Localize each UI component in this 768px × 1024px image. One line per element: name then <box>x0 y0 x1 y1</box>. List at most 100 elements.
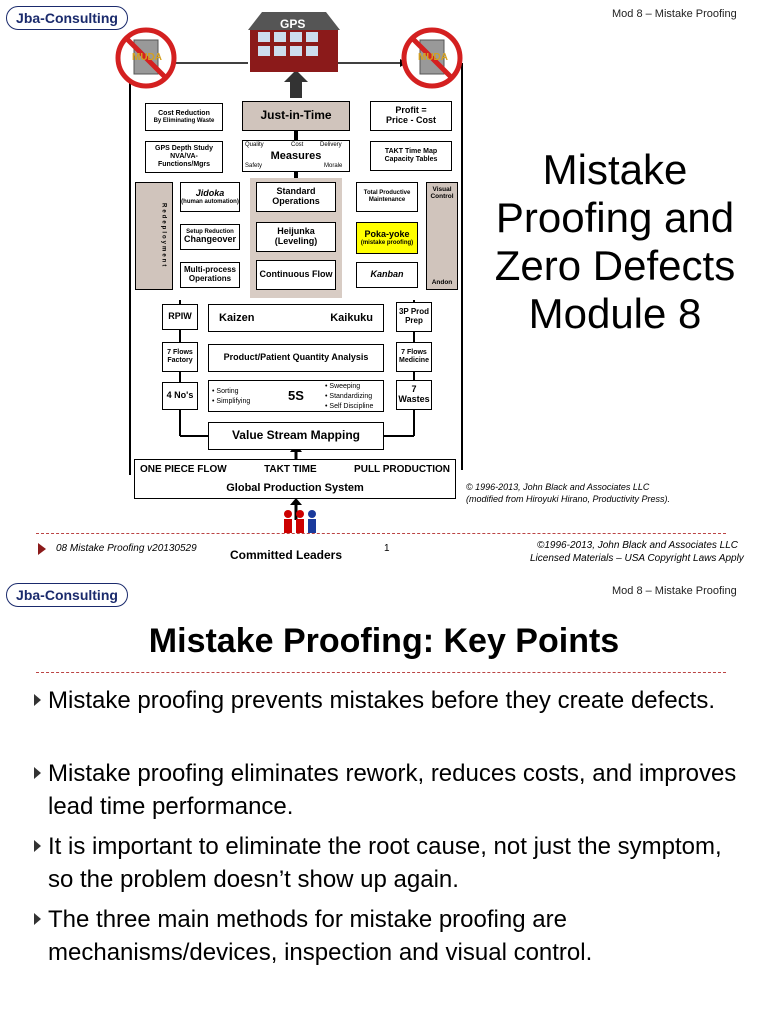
copyright-note-2: (modified from Hiroyuki Hirano, Producti… <box>466 494 671 504</box>
pokayoke-box: Poka-yoke (mistake proofing) <box>356 222 418 254</box>
foundation-box: ONE PIECE FLOW TAKT TIME PULL PRODUCTION… <box>134 459 456 499</box>
measure-delivery: Delivery <box>320 142 342 148</box>
slide-header: Mod 8 – Mistake Proofing <box>612 8 737 20</box>
company-logo-2: Jba-Consulting <box>6 583 128 607</box>
heijunka-box: Heijunka (Leveling) <box>256 222 336 252</box>
kaizen-box: Kaizen Kaikuku <box>208 304 384 332</box>
standard-ops-box: Standard Operations <box>256 182 336 212</box>
multi-process-box: Multi-process Operations <box>180 262 240 288</box>
measure-safety: Safety <box>245 163 263 169</box>
bullet-item-4: The three main methods for mistake proof… <box>34 903 748 969</box>
continuous-flow-box: Continuous Flow <box>256 260 336 290</box>
slide2-title: Mistake Proofing: Key Points <box>148 622 620 660</box>
jidoka-sub: (human automation) <box>181 198 239 205</box>
footer-filename: 08 Mistake Proofing v20130529 <box>56 543 197 554</box>
bullet-item-3: It is important to eliminate the root ca… <box>34 830 748 896</box>
pokayoke-label: Poka-yoke <box>364 228 410 239</box>
footer-divider <box>36 533 726 534</box>
capacity-label: Capacity Tables <box>384 156 438 163</box>
changeover-label: Changeover <box>183 234 236 245</box>
multi-process-label: Multi-process Operations <box>183 265 236 283</box>
kaikuku-label: Kaikuku <box>330 311 373 324</box>
tpm-box: Total Productive Maintenance <box>356 182 418 212</box>
visual-control-label: Visual Control <box>430 186 454 201</box>
vsm-label: Value Stream Mapping <box>231 428 361 443</box>
muda-left-label: MUDA <box>132 52 162 63</box>
cost-reduction-box: Cost Reduction By Eliminating Waste <box>145 103 223 131</box>
ppqa-label: Product/Patient Quantity Analysis <box>223 352 369 363</box>
bullet-arrow-icon <box>34 767 41 779</box>
redeployment-label: Redeployment <box>160 203 167 269</box>
rpiw-box: RPIW <box>162 304 198 330</box>
title-line-2: Proofing and <box>495 194 735 241</box>
bullet-arrow-icon <box>34 913 41 925</box>
slide1-title: Mistake Proofing and Zero Defects Module… <box>470 146 760 338</box>
bullet-text-2: Mistake proofing eliminates rework, redu… <box>48 760 737 820</box>
sorting-label: • Sorting <box>212 388 239 395</box>
gps-depth-box: GPS Depth Study NVA/VA- Functions/Mgrs <box>145 141 223 173</box>
prod-prep-box: 3P Prod Prep <box>396 302 432 332</box>
takt-time-label: TAKT TIME <box>264 463 317 475</box>
footer-arrow-icon <box>38 543 46 555</box>
title-line-3: Zero Defects <box>494 242 736 289</box>
title-divider <box>36 672 726 673</box>
jidoka-label: Jidoka <box>195 187 225 198</box>
jit-label: Just-in-Time <box>260 108 332 123</box>
kaizen-label: Kaizen <box>219 311 255 324</box>
ppqa-box: Product/Patient Quantity Analysis <box>208 344 384 372</box>
committed-leaders-label: Committed Leaders <box>230 548 343 562</box>
copyright-note-1: © 1996-2013, John Black and Associates L… <box>466 482 650 492</box>
profit-box: Profit = Price - Cost <box>370 101 452 131</box>
leveling-label: (Leveling) <box>274 236 318 246</box>
muda-right-label: MUDA <box>418 52 448 63</box>
five-s-box: 5S <box>208 380 384 412</box>
standardizing-label: • Standardizing <box>325 393 373 400</box>
profit-label: Profit = <box>395 105 427 116</box>
gps-depth-label-3: Functions/Mgrs <box>157 160 211 168</box>
cost-reduction-label: Cost Reduction <box>158 109 210 117</box>
measures-label: Measures <box>270 149 322 162</box>
one-piece-flow-label: ONE PIECE FLOW <box>140 463 227 475</box>
four-nos-box: 4 No's <box>162 382 198 410</box>
bullet-text-4: The three main methods for mistake proof… <box>48 906 593 966</box>
bullet-arrow-icon <box>34 840 41 852</box>
bullet-item-1: Mistake proofing prevents mistakes befor… <box>34 684 748 717</box>
profit-label-2: Price - Cost <box>385 115 436 125</box>
gps-depth-label: GPS Depth Study <box>155 145 213 153</box>
seven-flows-medicine-label: 7 Flows Medicine <box>399 349 429 364</box>
andon-label: Andon <box>431 278 453 286</box>
four-nos-label: 4 No's <box>166 390 194 401</box>
seven-flows-factory-label: 7 Flows Factory <box>167 349 193 364</box>
bullet-text-3: It is important to eliminate the root ca… <box>48 833 722 893</box>
title-line-4: Module 8 <box>528 290 702 337</box>
seven-flows-medicine-box: 7 Flows Medicine <box>396 342 432 372</box>
foundation-row: ONE PIECE FLOW TAKT TIME PULL PRODUCTION <box>140 464 450 475</box>
rpiw-label: RPIW <box>168 311 192 322</box>
heijunka-label: Heijunka <box>277 226 315 237</box>
redeployment-box: Redeployment <box>135 182 173 290</box>
measure-quality: Quality <box>245 142 264 148</box>
visual-control-box: Visual Control Andon <box>426 182 458 290</box>
standard-ops-label: Standard Operations <box>272 186 320 206</box>
setup-reduction-label: Setup Reduction <box>186 228 234 235</box>
five-s-label: 5S <box>288 387 304 403</box>
kanban-label: Kanban <box>370 269 404 280</box>
jit-box: Just-in-Time <box>242 101 350 131</box>
takt-map-box: TAKT Time Map Capacity Tables <box>370 141 452 171</box>
seven-flows-factory-box: 7 Flows Factory <box>162 342 198 372</box>
global-production-label: Global Production System <box>226 482 364 495</box>
title-line-1: Mistake <box>542 146 688 193</box>
bullet-arrow-icon <box>34 694 41 706</box>
gps-depth-label-2: NVA/VA- <box>170 153 198 161</box>
footer-page-number: 1 <box>384 543 390 554</box>
measure-cost: Cost <box>291 142 304 148</box>
footer-copyright-2: Licensed Materials – USA Copyright Laws … <box>530 553 744 564</box>
company-logo: Jba-Consulting <box>6 6 128 30</box>
self-discipline-label: • Self Discipline <box>325 403 374 410</box>
bullet-text-1: Mistake proofing prevents mistakes befor… <box>48 687 715 714</box>
vsm-box: Value Stream Mapping <box>208 422 384 450</box>
pokayoke-sub: (mistake proofing) <box>360 239 414 246</box>
sweeping-label: • Sweeping <box>325 383 361 390</box>
takt-map-label: TAKT Time Map <box>384 148 438 156</box>
bullet-item-2: Mistake proofing eliminates rework, redu… <box>34 757 748 823</box>
